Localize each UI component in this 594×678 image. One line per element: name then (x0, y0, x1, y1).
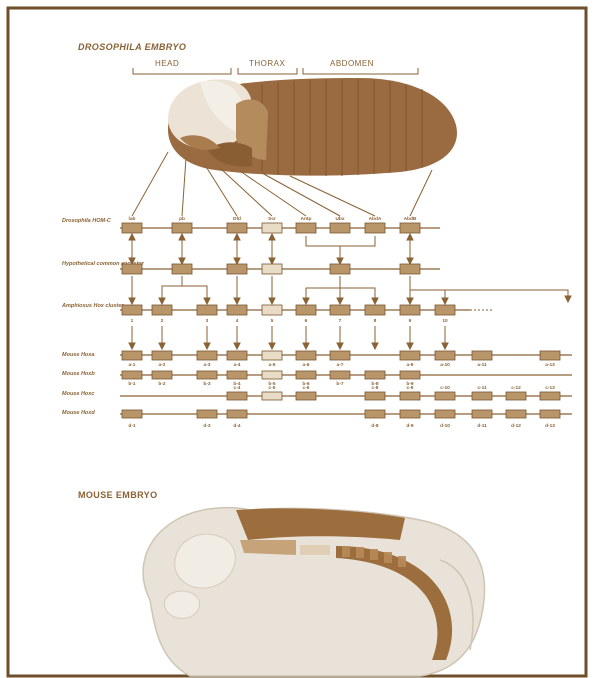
hoxa-label-10: a-10 (440, 362, 450, 368)
hoxc-label-5: c-5 (269, 385, 276, 391)
hoxd-label-12: d-12 (511, 423, 521, 429)
gene-label-abdb: AbdB (404, 216, 417, 222)
hoxd-label-11: d-11 (477, 423, 487, 429)
mouse-embryo-title: MOUSE EMBRYO (78, 490, 157, 500)
hoxa-cluster: a-1 a-2 a-3 a-4 a-5 a-6 a-7 a-9 a-10 a-1… (120, 351, 572, 368)
hoxd-label-13: d-13 (545, 423, 555, 429)
hoxc-label-9: c-9 (407, 385, 414, 391)
hoxa-label-13: a-13 (545, 362, 555, 368)
gene-label-scr: Scr (268, 216, 276, 222)
fly-embryo-title: DROSOPHILA EMBRYO (78, 42, 186, 52)
amphi-label-4: 4 (236, 318, 239, 324)
hoxa-label-7: a-7 (337, 362, 344, 368)
amphi-label-10: 10 (442, 318, 448, 324)
hoxd-cluster: d-1 d-3 d-4 d-8 d-9 d-10 d-11 d-12 d-13 (120, 410, 572, 429)
hoxa-label-6: a-6 (303, 362, 310, 368)
hoxc-label-6: c-6 (303, 385, 310, 391)
row-label-hom-c: Drosophila HOM-C (62, 218, 112, 224)
row-label-hoxa: Mouse Hoxa (62, 352, 94, 358)
gene-label-dfd: Dfd (233, 216, 241, 222)
gene-label-abda: AbdA (369, 216, 382, 222)
hoxc-label-8: c-8 (372, 385, 379, 391)
amphi-label-1: 1 (131, 318, 134, 324)
hoxa-label-2: a-2 (159, 362, 166, 368)
hoxd-label-10: d-10 (440, 423, 450, 429)
hoxd-label-3: d-3 (203, 423, 211, 429)
amphi-label-7: 7 (339, 318, 342, 324)
hoxc-label-13: c-13 (545, 385, 555, 391)
amphi-label-6: 6 (305, 318, 308, 324)
amphi-label-2: 2 (161, 318, 164, 324)
mouse-embryo-illustration (143, 508, 484, 676)
ancestor-cluster (120, 264, 440, 274)
row-label-amphioxus: Amphioxus Hox cluster (61, 303, 124, 309)
amphioxus-cluster: 1 2 3 4 5 6 7 8 9 10 (120, 305, 492, 324)
abdomen-bracket (303, 68, 418, 74)
hoxc-label-12: c-12 (511, 385, 521, 391)
hoxc-cluster: c-4 c-5 c-6 c-8 c-9 c-10 c-11 c-12 c-13 (120, 385, 572, 400)
ancestor-to-amphioxus-arrows (129, 276, 571, 304)
amphi-label-3: 3 (206, 318, 209, 324)
homology-arrows (129, 234, 413, 264)
hoxc-label-4: c-4 (234, 385, 241, 391)
hoxb-label-1: b-1 (128, 381, 136, 387)
region-thorax-label: THORAX (249, 59, 286, 68)
hoxa-label-11: a-11 (477, 362, 487, 368)
gene-label-antp: Antp (301, 216, 312, 222)
hoxa-label-3: a-3 (204, 362, 211, 368)
hom-c-cluster: lab pb Dfd Scr Antp Ubx AbdA AbdB (120, 216, 440, 233)
amphi-label-9: 9 (409, 318, 412, 324)
gene-label-ubx: Ubx (335, 216, 344, 222)
amphi-label-5: 5 (271, 318, 274, 324)
row-label-hoxd: Mouse Hoxd (62, 410, 95, 416)
hoxc-label-11: c-11 (477, 385, 487, 391)
gene-label-lab: lab (129, 216, 136, 222)
region-abdomen-label: ABDOMEN (330, 59, 374, 68)
hoxa-label-9: a-9 (407, 362, 414, 368)
hoxb-label-2: b-2 (158, 381, 166, 387)
amphi-label-8: 8 (374, 318, 377, 324)
head-bracket (133, 68, 231, 74)
gene-label-pb: pb (179, 216, 185, 222)
hoxb-label-3: b-3 (203, 381, 211, 387)
hoxd-label-9: d-9 (406, 423, 414, 429)
fly-embryo-illustration (168, 78, 457, 176)
region-brackets (133, 68, 418, 74)
hoxb-cluster: b-1 b-2 b-3 b-4 b-5 b-6 b-7 b-8 b-9 (120, 371, 572, 387)
row-label-hoxc: Mouse Hoxc (62, 391, 94, 397)
thorax-bracket (238, 68, 297, 74)
amphioxus-to-mouse-arrows (129, 326, 448, 349)
hoxa-label-1: a-1 (129, 362, 136, 368)
region-head-label: HEAD (155, 59, 179, 68)
hoxd-label-1: d-1 (128, 423, 136, 429)
row-label-hoxb: Mouse Hoxb (62, 371, 95, 377)
hoxc-label-10: c-10 (440, 385, 450, 391)
hoxd-label-4: d-4 (233, 423, 241, 429)
hoxa-label-4: a-4 (234, 362, 241, 368)
hoxa-label-5: a-5 (269, 362, 276, 368)
hoxd-label-8: d-8 (371, 423, 379, 429)
hoxb-label-7: b-7 (336, 381, 344, 387)
